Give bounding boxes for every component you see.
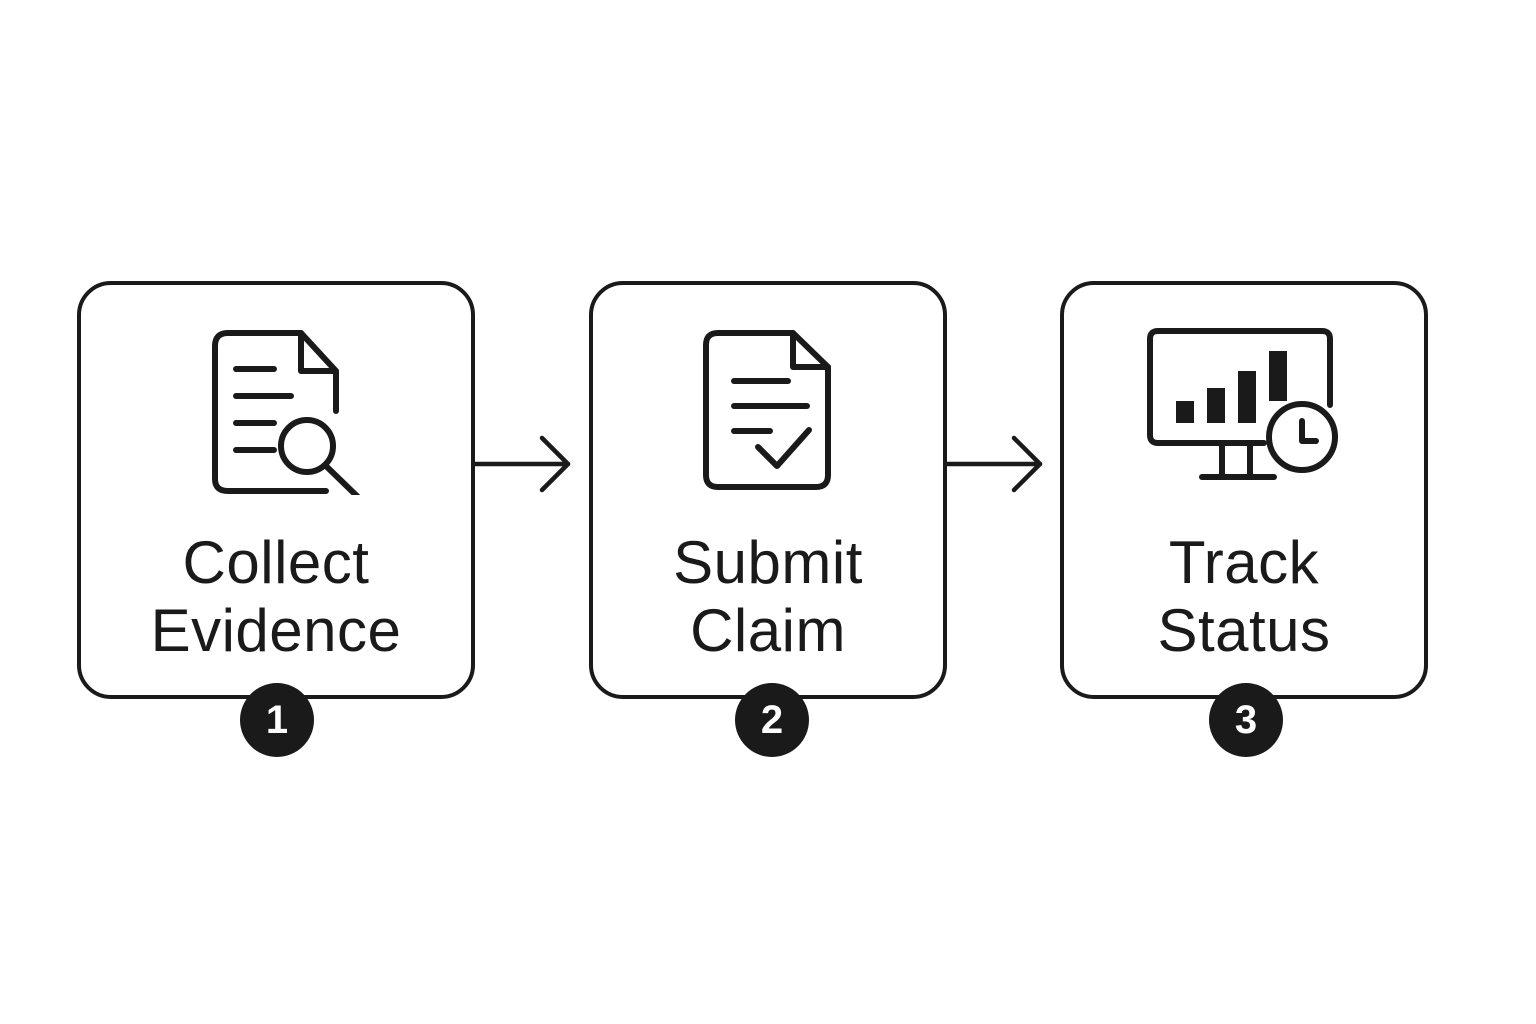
step-title: Submit Claim bbox=[593, 529, 943, 665]
step-card-track-status: Track Status bbox=[1060, 281, 1428, 699]
step-title-line-1: Track bbox=[1168, 529, 1320, 596]
step-title-line-1: Collect bbox=[182, 529, 370, 596]
step-title-line-2: Status bbox=[1157, 597, 1331, 664]
step-title-line-2: Evidence bbox=[150, 597, 402, 664]
step-title: Track Status bbox=[1064, 529, 1424, 665]
step-number-badge: 3 bbox=[1209, 683, 1283, 757]
step-title-line-1: Submit bbox=[673, 529, 863, 596]
arrow-right-icon bbox=[945, 435, 1043, 493]
document-search-icon bbox=[212, 330, 361, 495]
step-number-badge: 1 bbox=[240, 683, 314, 757]
document-check-icon bbox=[703, 330, 831, 490]
step-title: Collect Evidence bbox=[81, 529, 471, 665]
arrow-right-icon bbox=[473, 435, 571, 493]
step-card-collect-evidence: Collect Evidence bbox=[77, 281, 475, 699]
monitor-chart-clock-icon bbox=[1147, 328, 1338, 480]
step-number-badge: 2 bbox=[735, 683, 809, 757]
step-title-line-2: Claim bbox=[690, 597, 846, 664]
step-card-submit-claim: Submit Claim bbox=[589, 281, 947, 699]
